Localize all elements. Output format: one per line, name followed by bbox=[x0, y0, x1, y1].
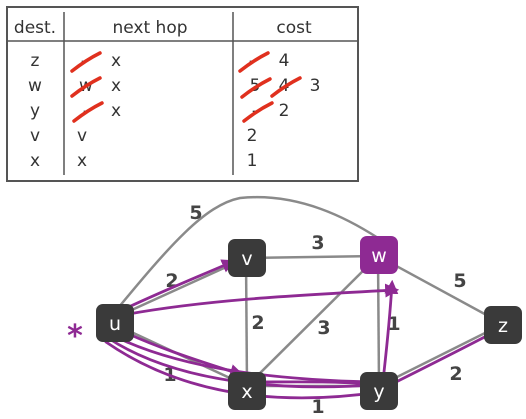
row-v-dest: v bbox=[30, 126, 40, 146]
row-z-cost: 4 bbox=[279, 51, 290, 71]
edge-x-w bbox=[246, 255, 379, 387]
node-u: u bbox=[96, 304, 134, 342]
edge-v-w bbox=[245, 254, 379, 260]
node-w-label: w bbox=[371, 245, 387, 267]
node-x: x bbox=[228, 372, 266, 410]
edge-u-w bbox=[113, 195, 379, 314]
row-w-dest: w bbox=[28, 76, 42, 96]
header-next-hop: next hop bbox=[112, 18, 187, 38]
edge-weights: 5 2 3 2 3 5 1 1 1 2 bbox=[163, 202, 466, 418]
strike-row-w-cost-1 bbox=[240, 77, 272, 99]
row-x-cost: 1 bbox=[247, 151, 258, 171]
weight-x-w: 3 bbox=[317, 317, 330, 339]
weight-v-w: 3 bbox=[311, 232, 324, 254]
edge-w-z bbox=[377, 254, 504, 326]
edge-w-y bbox=[376, 255, 381, 387]
node-z-label: z bbox=[498, 315, 508, 337]
row-x-dest: x bbox=[30, 151, 40, 171]
strike-row-w-cost-2 bbox=[270, 76, 302, 98]
weight-u-w: 5 bbox=[189, 202, 202, 224]
edge-v-x bbox=[244, 257, 249, 387]
source-star-icon: * bbox=[67, 319, 83, 354]
row-v-hop: v bbox=[77, 126, 87, 146]
weight-y-z: 2 bbox=[449, 363, 462, 385]
strike-row-y-cost bbox=[242, 101, 274, 123]
path-arrow-u-y-1 bbox=[108, 332, 379, 389]
graph-nodes: u v w x y z bbox=[96, 236, 522, 410]
path-arrow-y-z bbox=[382, 328, 502, 390]
weight-w-z: 5 bbox=[453, 270, 466, 292]
row-y-hop: x bbox=[111, 101, 121, 121]
edge-y-z bbox=[378, 322, 504, 388]
weight-x-y: 1 bbox=[311, 396, 324, 418]
node-x-label: x bbox=[241, 381, 252, 403]
row-w-cost: 3 bbox=[310, 76, 321, 96]
node-v: v bbox=[228, 239, 266, 277]
header-cost: cost bbox=[276, 18, 312, 38]
row-x-hop: x bbox=[77, 151, 87, 171]
node-u-label: u bbox=[109, 313, 121, 335]
path-arrow-u-v bbox=[116, 259, 236, 314]
node-w: w bbox=[360, 236, 398, 274]
row-y-cost: 2 bbox=[279, 101, 290, 121]
routing-table: dest. next hop cost z - x - 4 w w x 5 4 … bbox=[6, 6, 359, 182]
node-v-label: v bbox=[241, 248, 252, 270]
header-dest: dest. bbox=[14, 18, 56, 38]
strike-row-z-cost bbox=[238, 51, 270, 73]
row-v-cost: 2 bbox=[247, 126, 258, 146]
node-z: z bbox=[484, 306, 522, 344]
strike-row-w-hop bbox=[70, 76, 102, 98]
node-y-label: y bbox=[373, 381, 384, 403]
node-y: y bbox=[360, 372, 398, 410]
strike-row-y-hop bbox=[72, 101, 104, 123]
path-arrow-u-w bbox=[116, 283, 400, 318]
strike-row-z-hop bbox=[70, 51, 102, 73]
row-w-hop: x bbox=[111, 76, 121, 96]
row-y-dest: y bbox=[30, 101, 40, 121]
table-border bbox=[6, 6, 359, 182]
row-z-dest: z bbox=[31, 51, 40, 71]
strike-marks bbox=[70, 51, 302, 123]
row-z-hop: x bbox=[111, 51, 121, 71]
weight-v-x: 2 bbox=[251, 312, 264, 334]
path-arrow-y-w bbox=[382, 279, 399, 374]
